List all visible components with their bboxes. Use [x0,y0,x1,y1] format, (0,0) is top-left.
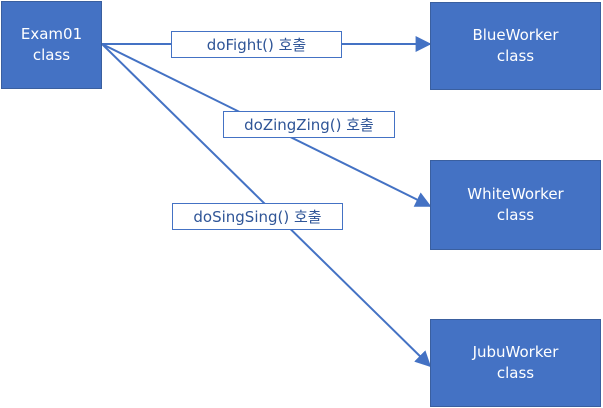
blueworker-name: BlueWorker [472,26,559,44]
jubuworker-name: JubuWorker [472,343,559,361]
dozingzing-call-label: doZingZing() 호출 [223,111,395,138]
exam01-name: Exam01 [20,25,83,43]
dosingsing-call-label: doSingSing() 호출 [172,203,343,230]
whiteworker-class-box: WhiteWorker class [430,160,601,250]
jubuworker-class-box: JubuWorker class [430,319,601,407]
whiteworker-kind: class [496,206,535,224]
blueworker-class-box: BlueWorker class [430,2,601,90]
exam01-class-box: Exam01 class [1,1,102,89]
blueworker-kind: class [496,47,535,65]
exam01-kind: class [32,46,71,64]
whiteworker-name: WhiteWorker [467,185,564,203]
jubuworker-kind: class [496,364,535,382]
dofight-call-label: doFight() 호출 [171,31,342,58]
